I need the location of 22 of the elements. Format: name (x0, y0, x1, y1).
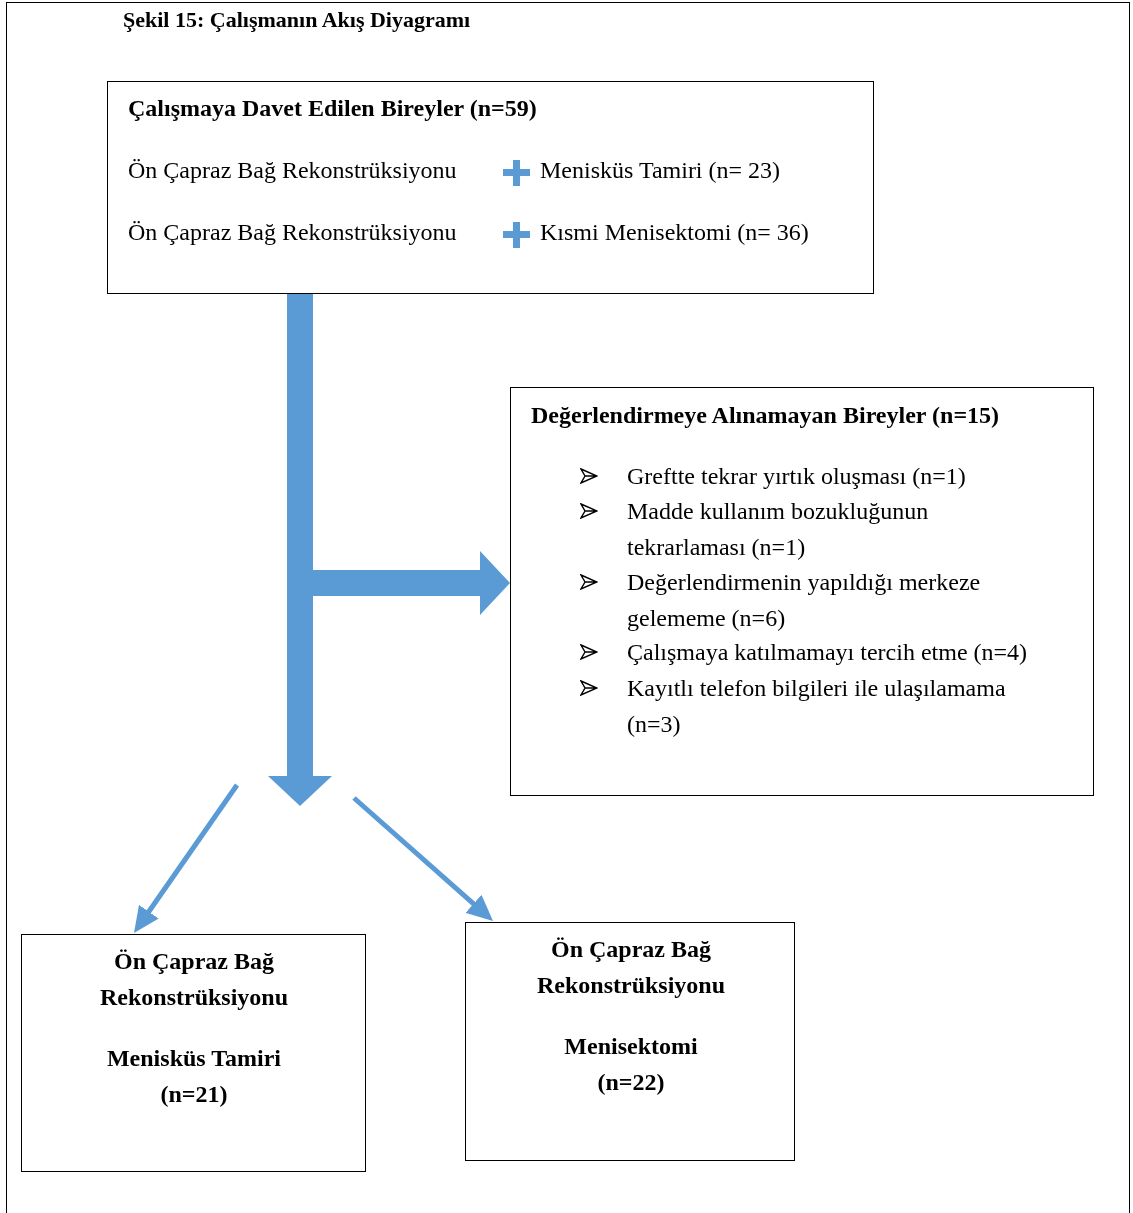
process-box (465, 922, 795, 1161)
box-heading: Ön Çapraz Bağ Rekonstrüksiyonu (535, 935, 727, 1000)
process-box (510, 387, 1094, 796)
box-text: Ön Çapraz Bağ Rekonstrüksiyonu (128, 218, 458, 247)
list-item-text: Değerlendirmenin yapıldığı merkeze gelememe (n=6) (627, 568, 982, 633)
figure-title: Şekil 15: Çalışmanın Akış Diyagramı (123, 6, 471, 34)
arrow (134, 783, 240, 933)
process-box (107, 81, 874, 294)
list-item-text: Greftte tekrar yırtık oluşması (n=1) (627, 462, 967, 491)
box-text: Menisküs Tamiri (n= 23) (540, 156, 782, 185)
box-text: Ön Çapraz Bağ Rekonstrüksiyonu (128, 156, 458, 185)
arrow (352, 796, 493, 921)
box-heading: Menisküs Tamiri (n=21) (105, 1044, 282, 1109)
box-heading: Ön Çapraz Bağ Rekonstrüksiyonu (98, 947, 290, 1012)
box-heading: Çalışmaya Davet Edilen Bireyler (n=59) (128, 94, 538, 123)
list-item-text: Çalışmaya katılmamayı tercih etme (n=4) (627, 638, 1029, 667)
box-heading: Değerlendirmeye Alınamayan Bireyler (n=15) (531, 401, 1001, 430)
process-box (21, 934, 366, 1172)
box-heading: Menisektomi (n=22) (563, 1032, 699, 1097)
list-item-text: Kayıtlı telefon bilgileri ile ulaşılamama (n=3) (627, 674, 1007, 739)
box-text: Kısmi Menisektomi (n= 36) (540, 218, 810, 247)
list-item-text: Madde kullanım bozukluğunun tekrarlaması (n=1) (627, 497, 930, 562)
